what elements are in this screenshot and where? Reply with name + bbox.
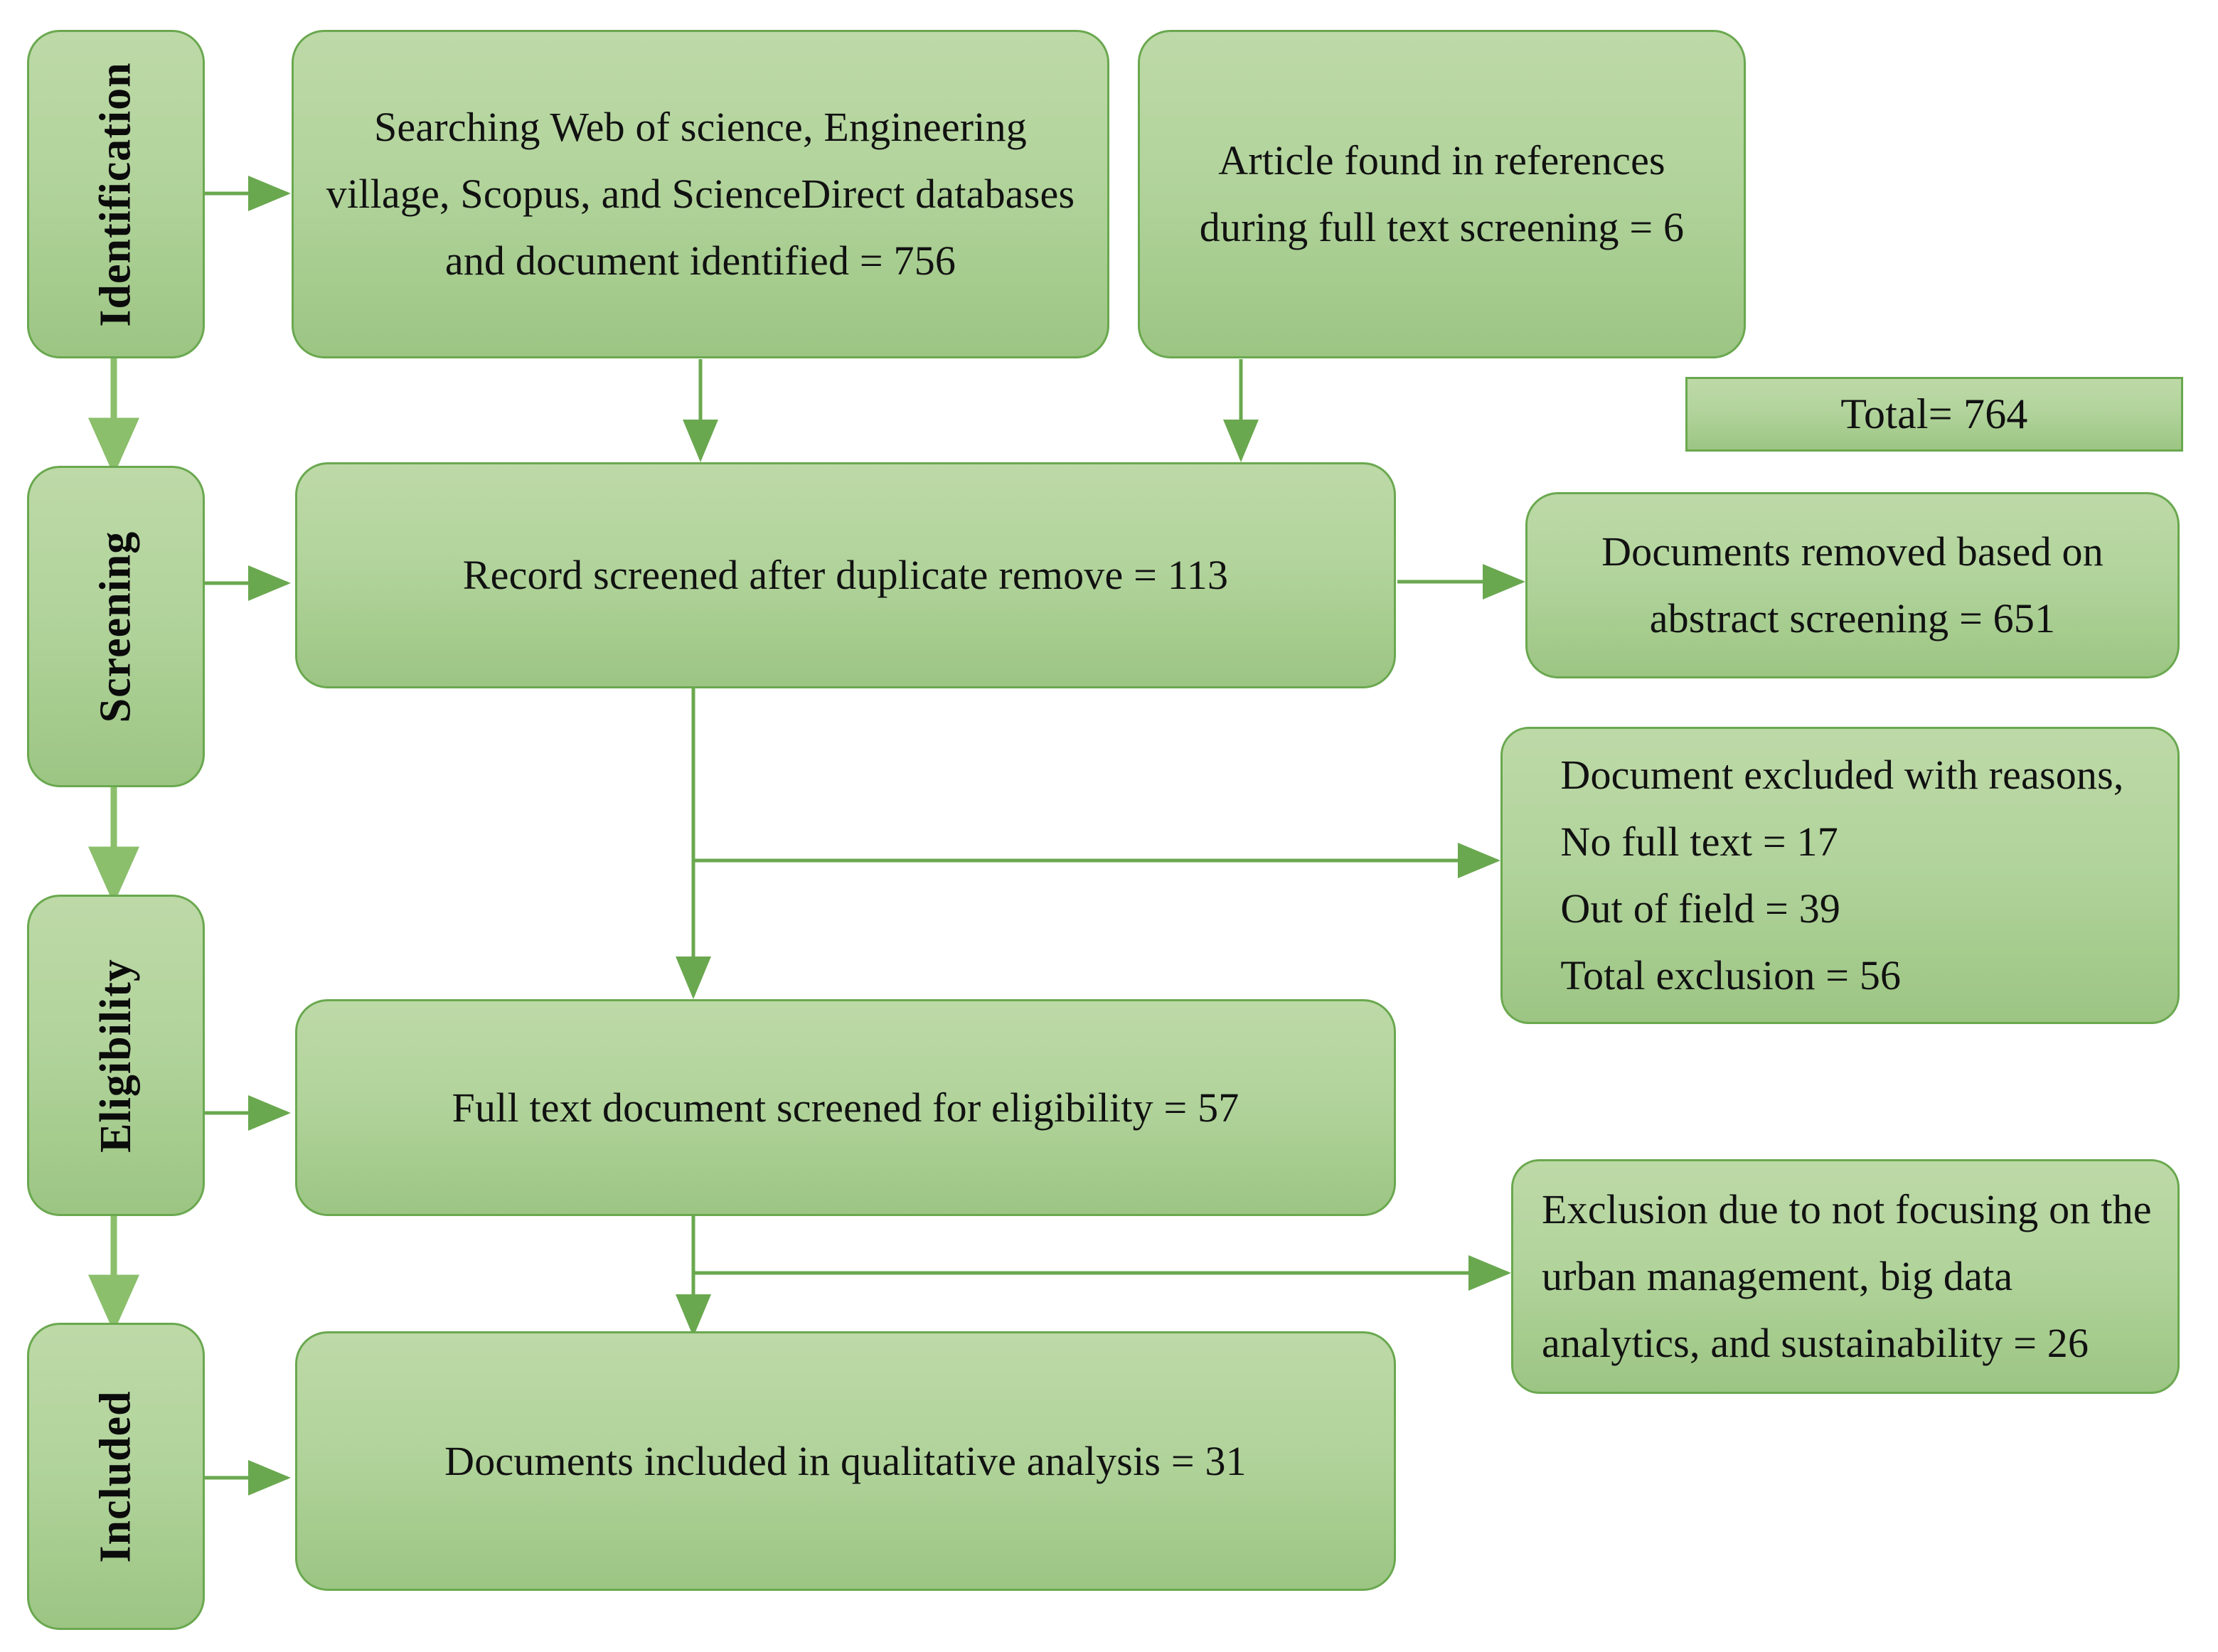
stage-label-eligibility-text: Eligibility: [91, 958, 140, 1153]
node-total: Total= 764: [1685, 377, 2183, 452]
node-sources: Searching Web of science, Engineering vi…: [292, 30, 1109, 358]
node-scope-exclusion-text: Exclusion due to not focusing on the urb…: [1542, 1186, 2152, 1366]
stage-label-included: Included: [27, 1323, 205, 1630]
node-fulltext-screened: Full text document screened for eligibil…: [295, 999, 1396, 1216]
node-included-qualitative-text: Documents included in qualitative analys…: [444, 1437, 1247, 1484]
node-records-screened-text: Record screened after duplicate remove =…: [462, 552, 1229, 599]
node-references-text: Article found in references during full …: [1199, 137, 1685, 250]
node-fulltext-screened-text: Full text document screened for eligibil…: [452, 1084, 1239, 1131]
node-included-qualitative: Documents included in qualitative analys…: [295, 1331, 1396, 1591]
node-references: Article found in references during full …: [1138, 30, 1746, 358]
stage-label-identification: Identification: [27, 30, 205, 358]
node-excluded-reasons: Document excluded with reasons, No full …: [1500, 727, 2180, 1024]
stage-label-included-text: Included: [91, 1390, 140, 1563]
node-excluded-reasons-text: Document excluded with reasons, No full …: [1560, 752, 2124, 998]
stage-label-screening: Screening: [27, 466, 205, 787]
stage-to-box-connectors: [205, 176, 291, 1496]
stage-label-identification-text: Identification: [91, 61, 140, 327]
stage-label-screening-text: Screening: [91, 531, 140, 723]
node-total-text: Total= 764: [1840, 390, 2028, 437]
stage-label-eligibility: Eligibility: [27, 895, 205, 1216]
node-abstract-removed-text: Documents removed based on abstract scre…: [1601, 528, 2104, 641]
node-records-screened: Record screened after duplicate remove =…: [295, 462, 1396, 688]
node-scope-exclusion: Exclusion due to not focusing on the urb…: [1511, 1159, 2180, 1394]
node-abstract-removed: Documents removed based on abstract scre…: [1525, 492, 2180, 678]
node-sources-text: Searching Web of science, Engineering vi…: [326, 104, 1075, 284]
